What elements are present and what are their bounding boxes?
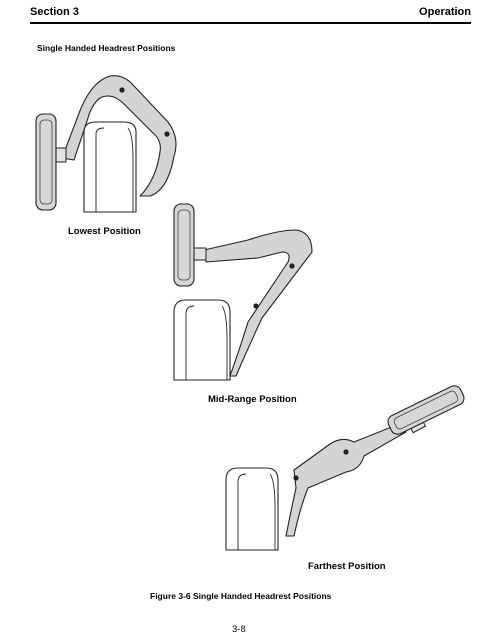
headrest-arm [61, 75, 177, 197]
chapter-label: Operation [419, 6, 471, 18]
pivot-knob [289, 263, 295, 269]
figure-caption: Figure 3-6 Single Handed Headrest Positi… [150, 591, 332, 601]
farthest-position-illustration [225, 385, 465, 551]
headrest-pad [387, 385, 465, 435]
farthest-position-label: Farthest Position [308, 561, 386, 572]
lowest-position-illustration [35, 75, 177, 213]
pivot-knob [119, 87, 125, 93]
page-header: Section 3 Operation [30, 4, 471, 24]
section-title: Single Handed Headrest Positions [37, 43, 176, 53]
headrest-arm [285, 421, 407, 537]
chair-back [225, 467, 279, 551]
page-number: 3-8 [232, 624, 246, 635]
section-label: Section 3 [30, 6, 79, 18]
headrest-pad [35, 113, 57, 211]
pivot-knob [164, 131, 170, 137]
lowest-position-label: Lowest Position [68, 226, 141, 237]
pivot-knob [293, 475, 299, 481]
headrest-pad [173, 203, 195, 287]
mid-range-position-label: Mid-Range Position [208, 394, 297, 405]
pivot-knob [253, 303, 259, 309]
headrest-arm [203, 229, 313, 377]
mid-range-position-illustration [173, 203, 313, 381]
chair-back [83, 121, 137, 213]
chair-back [173, 299, 231, 381]
pivot-knob [343, 449, 349, 455]
